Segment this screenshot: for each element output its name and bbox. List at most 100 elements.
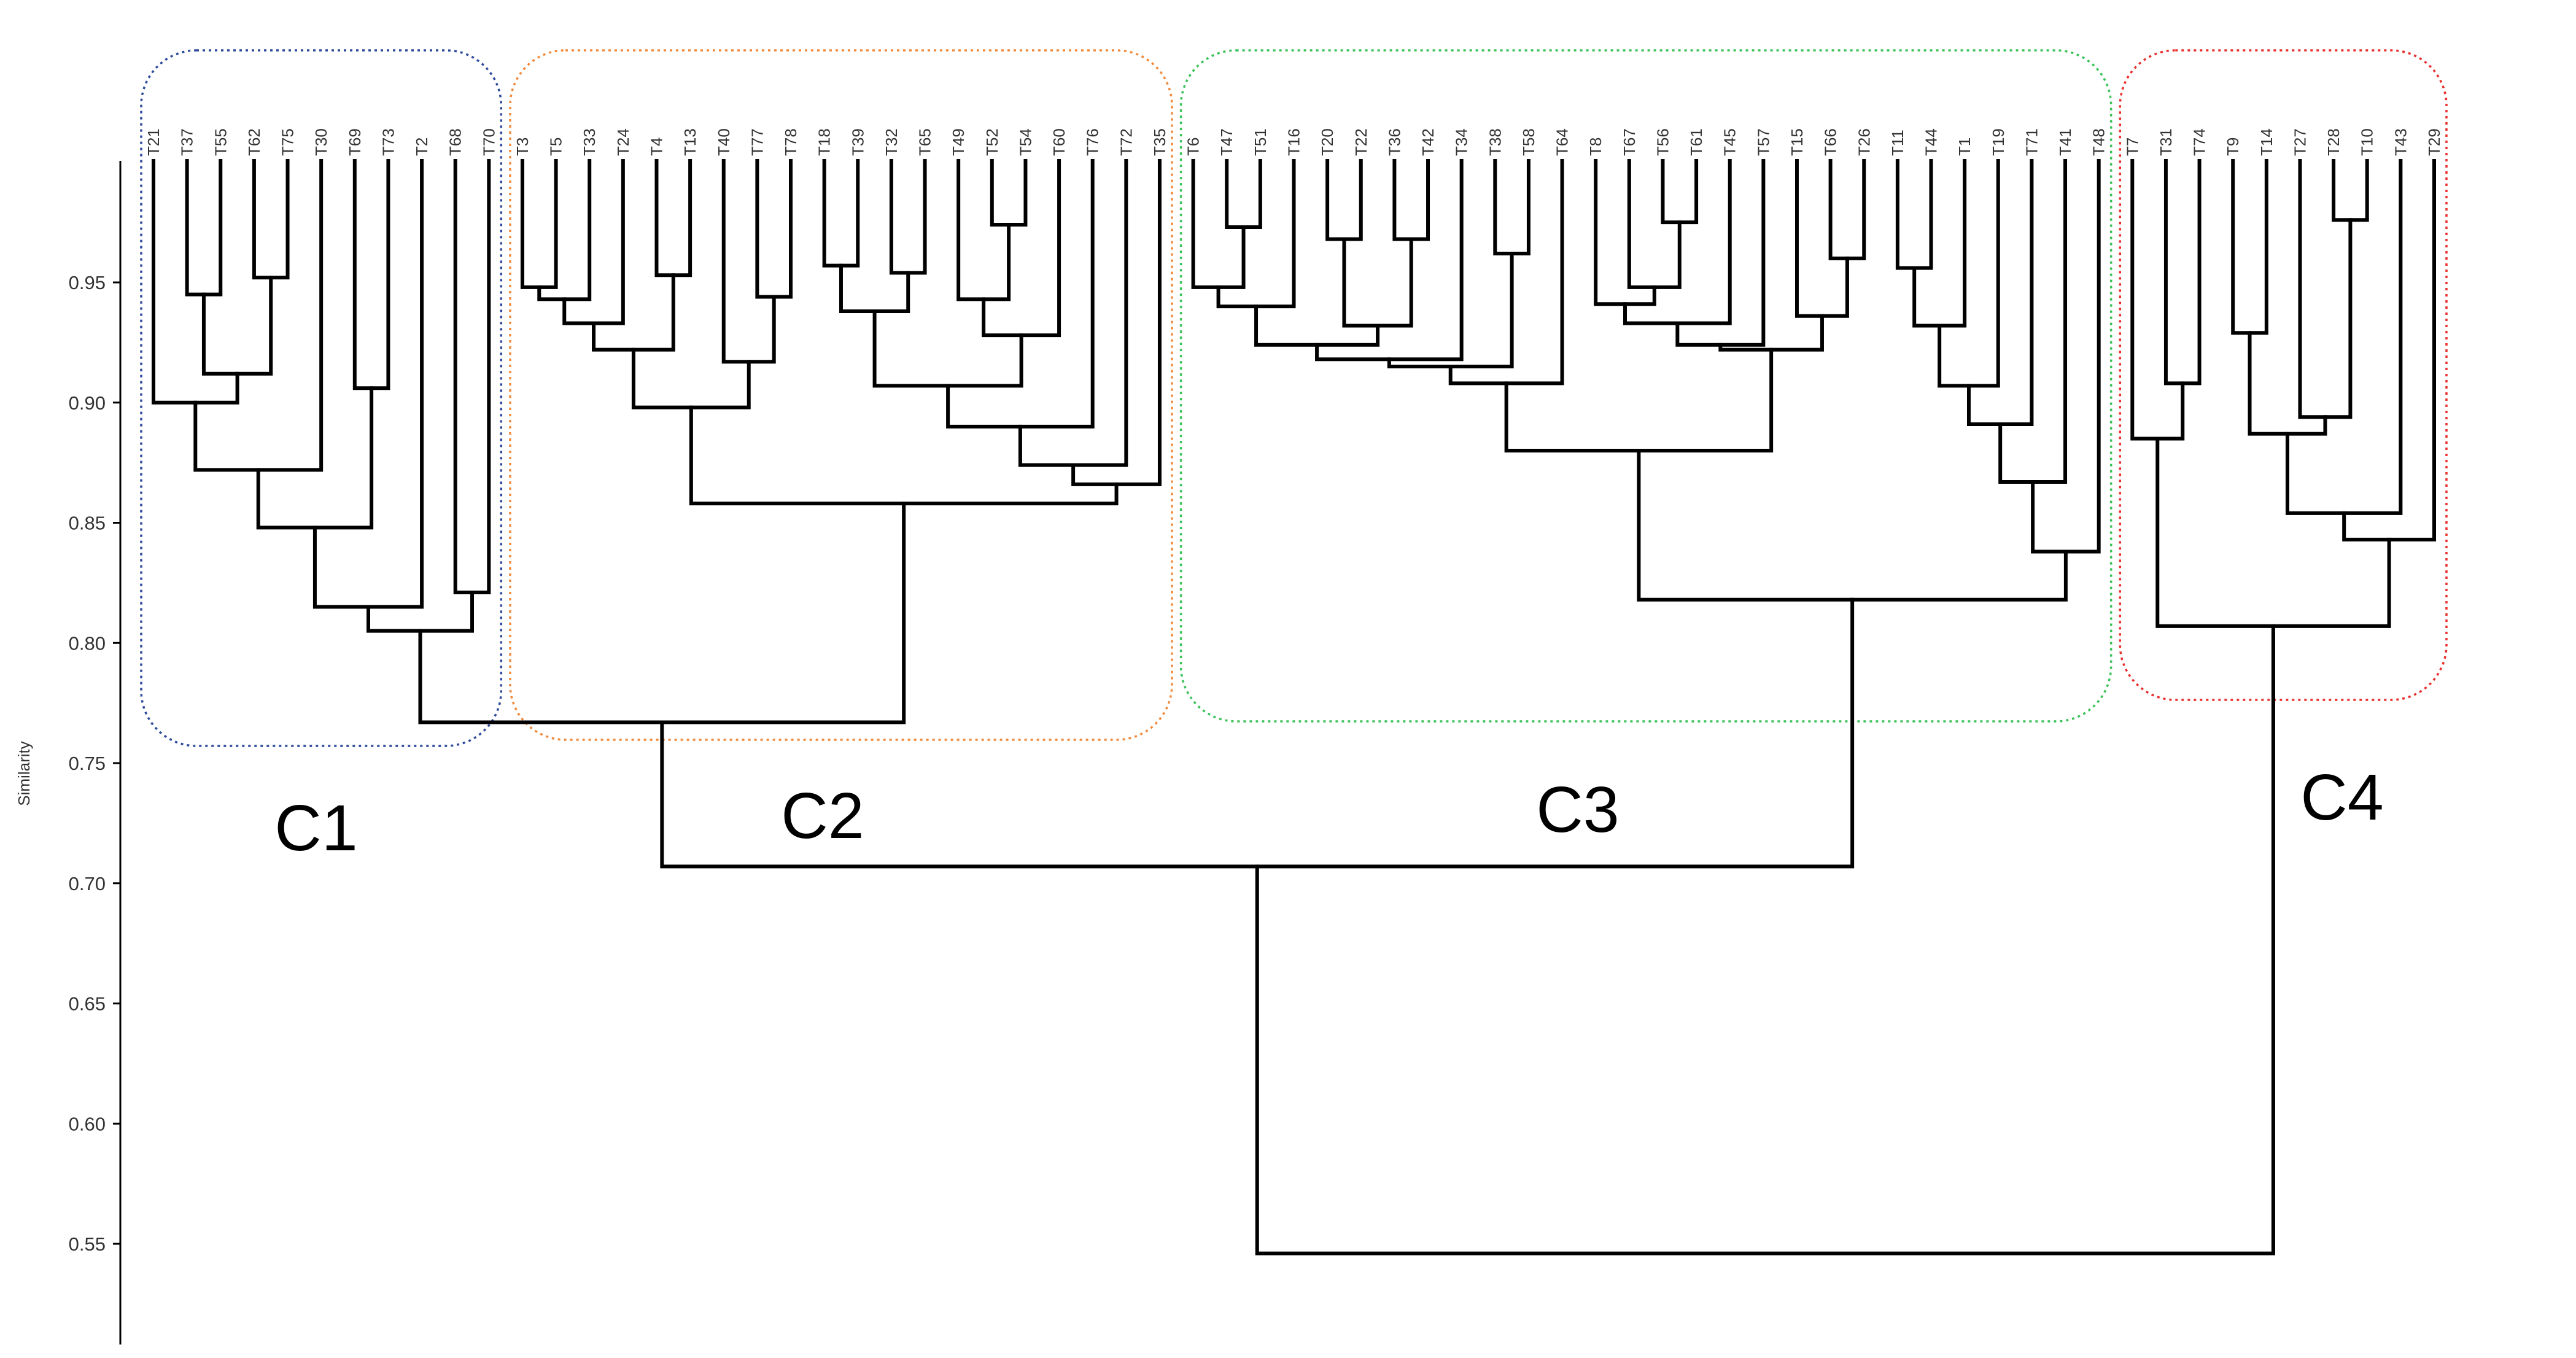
leaf-label: T5 (547, 138, 565, 156)
dendrogram-link (1661, 159, 1699, 225)
cluster-label-c3: C3 (1536, 774, 1620, 846)
leaf-label: T57 (1754, 128, 1772, 156)
dendrogram-link (1938, 159, 2000, 388)
dendrogram-link (872, 309, 1023, 388)
y-tick-label: 0.70 (69, 873, 106, 894)
leaf-label: T36 (1385, 128, 1403, 156)
leaf-label: T35 (1150, 128, 1169, 156)
leaf-label: T52 (983, 128, 1001, 156)
y-tick-label: 0.95 (69, 272, 106, 293)
leaf-label: T41 (2056, 128, 2074, 156)
dendrogram-link (201, 276, 273, 376)
leaf-label: T18 (815, 128, 834, 156)
leaf-label: T72 (1117, 128, 1135, 156)
dendrogram-link (755, 159, 793, 299)
leaf-label: T6 (1184, 138, 1203, 156)
y-tick-label: 0.85 (69, 513, 106, 534)
leaf-label: T31 (2157, 128, 2175, 156)
leaf-label: T44 (1922, 128, 1941, 156)
leaf-label: T30 (312, 128, 330, 156)
dendrogram-link (193, 159, 324, 472)
cluster-label-c1: C1 (274, 792, 358, 864)
leaf-label: T55 (211, 128, 230, 156)
leaf-label: T22 (1352, 128, 1370, 156)
dendrogram-link (2163, 159, 2202, 386)
dendrogram-link (654, 159, 692, 277)
dendrogram-link (956, 159, 1011, 301)
y-tick-label: 0.90 (69, 392, 106, 414)
dendrogram-link (889, 159, 927, 275)
leaf-label: T68 (446, 128, 465, 156)
leaf-label: T58 (1519, 128, 1538, 156)
leaf-label: T24 (614, 128, 632, 156)
dendrogram-link (631, 347, 751, 409)
cluster-box-c3 (1179, 49, 2112, 723)
dendrogram-link (418, 502, 906, 724)
leaf-label: T7 (2123, 138, 2141, 156)
dendrogram-link (1325, 159, 1363, 241)
leaf-label: T40 (715, 128, 733, 156)
leaf-label: T65 (916, 128, 934, 156)
leaf-label: T54 (1016, 128, 1034, 156)
dendrogram-link (1071, 159, 1162, 486)
dendrogram-link (256, 386, 374, 530)
leaf-label: T9 (2224, 138, 2242, 156)
dendrogram-link (2155, 437, 2391, 628)
dendrogram-link (520, 159, 558, 289)
dendrogram-link (312, 159, 424, 609)
dendrogram-link (2298, 159, 2353, 419)
leaf-label: T70 (479, 128, 498, 156)
leaf-label: T27 (2291, 128, 2309, 156)
leaf-label: T3 (513, 138, 532, 156)
leaf-label: T76 (1084, 128, 1102, 156)
leaf-label: T15 (1788, 128, 1806, 156)
dendrogram-link (537, 159, 592, 301)
dendrogram-link (1493, 159, 1530, 256)
dendrogram-link (1912, 159, 1967, 328)
leaf-label: T51 (1251, 128, 1270, 156)
cluster-boxes (140, 49, 2448, 747)
leaf-label: T75 (279, 128, 297, 156)
y-tick-label: 0.80 (69, 632, 106, 654)
leaf-label: T43 (2391, 128, 2410, 156)
dendrogram-link (990, 159, 1028, 227)
dendrogram-link (1594, 159, 1656, 306)
dendrogram-link (1448, 159, 1564, 386)
leaf-label: T13 (681, 128, 699, 156)
leaf-label: T11 (1888, 130, 1907, 156)
leaf-label: T77 (748, 128, 766, 156)
dendrogram-link (721, 159, 776, 364)
dendrogram-links (152, 159, 2436, 1255)
leaf-label: T34 (1453, 128, 1471, 156)
leaf-label: T20 (1318, 128, 1336, 156)
dendrogram-link (1315, 159, 1464, 362)
dendrogram-link (1342, 237, 1413, 328)
dendrogram-link (2130, 159, 2185, 441)
leaf-label: T45 (1721, 128, 1739, 156)
cluster-box-c4 (2119, 49, 2448, 701)
dendrogram-link (592, 273, 675, 352)
dendrogram-link (982, 159, 1061, 338)
y-tick-label: 0.65 (69, 993, 106, 1015)
leaf-label: T1 (1955, 138, 1974, 156)
y-ticks: 0.950.900.850.800.750.700.650.600.55 (69, 272, 120, 1255)
y-tick-label: 0.55 (69, 1233, 106, 1255)
dendrogram-link (1387, 252, 1514, 369)
leaf-label: T47 (1217, 128, 1236, 156)
leaf-label: T69 (346, 128, 364, 156)
cluster-label-c4: C4 (2300, 761, 2384, 834)
dendrogram-link (1255, 624, 2275, 1255)
leaf-label: T10 (2358, 128, 2376, 156)
leaf-label: T21 (144, 128, 163, 156)
y-tick-label: 0.60 (69, 1113, 106, 1135)
leaf-label: T78 (782, 128, 800, 156)
dendrogram-link (352, 159, 390, 390)
cluster-box-c1 (140, 49, 503, 747)
leaf-label: T38 (1486, 128, 1504, 156)
dendrogram-link (2231, 159, 2268, 335)
dendrogram-link (1623, 159, 1732, 325)
leaf-label: T33 (580, 128, 599, 156)
dendrogram-link (1392, 159, 1430, 241)
leaf-label: T56 (1653, 128, 1672, 156)
